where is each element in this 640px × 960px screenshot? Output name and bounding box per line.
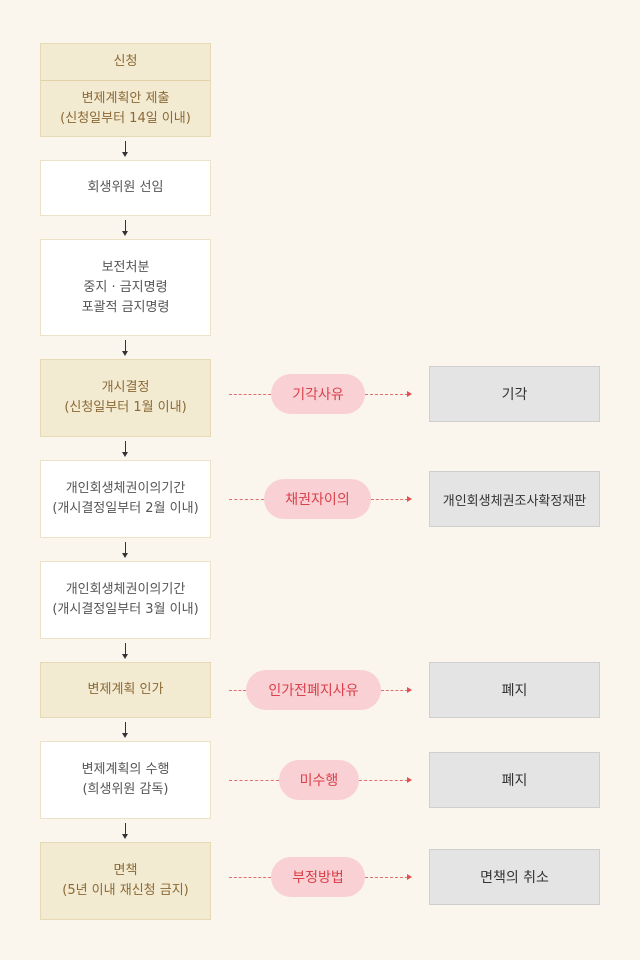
branch-condition-pill: 기각사유 [271, 374, 365, 414]
flow-step-label: 개시결정 [101, 380, 150, 395]
branch-connector [229, 394, 271, 395]
flow-step-label: 변제계획의 수행 [81, 762, 170, 777]
branch-result-box: 폐지 [429, 752, 600, 808]
branch-result-box: 개인회생체권조사확정재판 [429, 471, 600, 527]
branch-result-box: 면책의 취소 [429, 849, 600, 905]
flow-step-label: 회생위원 선임 [87, 180, 164, 195]
branch-condition-pill: 인가전폐지사유 [246, 670, 381, 710]
arrow-down [122, 441, 128, 457]
branch-arrow [359, 777, 412, 783]
flow-step-sublabel: (신청일부터 14일 이내) [60, 110, 191, 126]
arrow-down [122, 823, 128, 839]
flow-step-label: 신청 [113, 54, 138, 69]
flow-step-label: 개인회생체권이의기간 [65, 582, 186, 597]
flow-step-label: 개인회생체권이의기간 [65, 481, 186, 496]
branch-connector [229, 690, 246, 691]
flow-step-label: 보전처분 [101, 259, 150, 275]
branch-connector [229, 877, 271, 878]
arrow-down [122, 542, 128, 558]
flow-step-objection-period-2: 개인회생체권이의기간 (개시결정일부터 3월 이내) [40, 561, 211, 639]
branch-arrow [365, 391, 412, 397]
arrow-down [122, 220, 128, 236]
branch-result-box: 기각 [429, 366, 600, 422]
flow-step-label: 중지 · 금지명령 [83, 279, 168, 295]
divider [41, 80, 210, 81]
flow-step-trustee: 회생위원 선임 [40, 160, 211, 216]
flow-step-label: 변제계획 인가 [87, 682, 164, 697]
flow-step-objection-period-1: 개인회생체권이의기간 (개시결정일부터 2월 이내) [40, 460, 211, 538]
arrow-down [122, 643, 128, 659]
flow-step-sublabel: (5년 이내 재신청 금지) [62, 883, 189, 898]
flow-step-application: 신청 변제계획안 제출 (신청일부터 14일 이내) [40, 43, 211, 137]
flow-step-label: 면책 [113, 863, 138, 878]
flow-step-sublabel: (희생위원 감독) [82, 782, 169, 797]
branch-condition-pill: 부정방법 [271, 857, 365, 897]
flow-step-plan-approval: 변제계획 인가 [40, 662, 211, 718]
flow-step-discharge: 면책 (5년 이내 재신청 금지) [40, 842, 211, 920]
flow-step-plan-execution: 변제계획의 수행 (희생위원 감독) [40, 741, 211, 819]
branch-arrow [365, 874, 412, 880]
flow-step-commencement: 개시결정 (신청일부터 1월 이내) [40, 359, 211, 437]
branch-connector [229, 780, 279, 781]
branch-arrow [381, 687, 412, 693]
flow-step-sublabel: (개시결정일부터 2월 이내) [52, 501, 199, 516]
branch-connector [229, 499, 264, 500]
flow-step-label: 변제계획안 제출 [81, 90, 170, 106]
branch-condition-pill: 미수행 [279, 760, 359, 800]
flow-step-label: 포괄적 금지명령 [81, 299, 170, 315]
flow-step-sublabel: (신청일부터 1월 이내) [64, 400, 187, 415]
arrow-down [122, 141, 128, 157]
branch-arrow [371, 496, 412, 502]
branch-result-box: 폐지 [429, 662, 600, 718]
branch-condition-pill: 채권자이의 [264, 479, 371, 519]
arrow-down [122, 722, 128, 738]
flow-step-sublabel: (개시결정일부터 3월 이내) [52, 602, 199, 617]
arrow-down [122, 340, 128, 356]
flow-step-preservation: 보전처분 중지 · 금지명령 포괄적 금지명령 [40, 239, 211, 336]
